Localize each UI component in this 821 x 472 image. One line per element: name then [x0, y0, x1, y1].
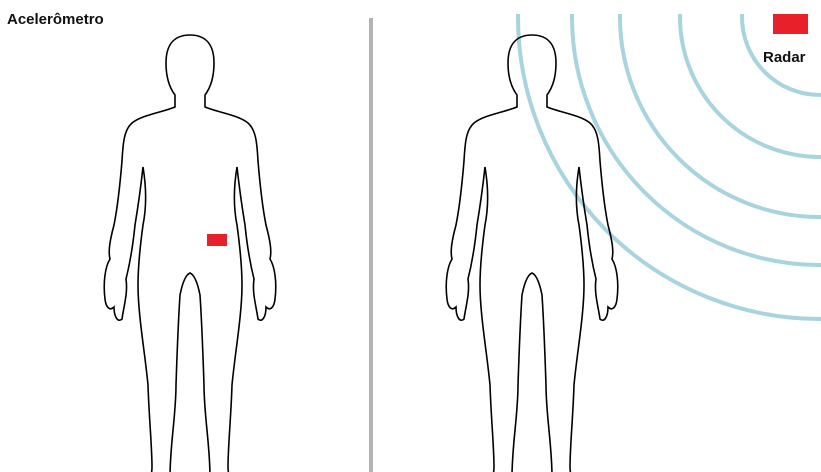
accelerometer-label: Acelerômetro	[7, 12, 104, 27]
radar-wave-5	[518, 0, 821, 319]
radar-wave-4	[572, 0, 821, 265]
human-figure-left	[104, 35, 276, 472]
radar-waves	[518, 0, 821, 319]
left-panel	[104, 35, 276, 472]
right-panel	[446, 0, 821, 472]
accelerometer-sensor	[207, 234, 227, 246]
radar-label: Radar	[763, 50, 806, 65]
radar-sensor	[773, 14, 808, 34]
human-figure-right	[446, 35, 618, 472]
